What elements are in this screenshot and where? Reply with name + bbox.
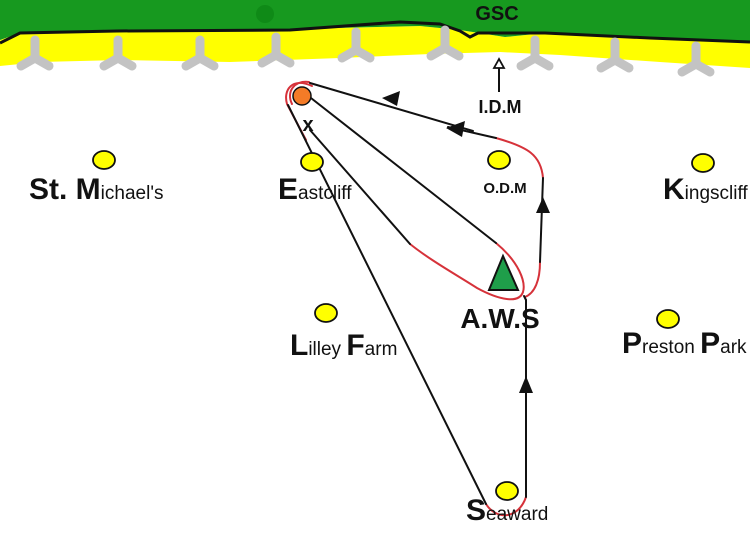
path-turn-aws-right bbox=[524, 261, 541, 298]
groyne-icon bbox=[16, 35, 54, 71]
path-segment-aws-up bbox=[523, 295, 527, 301]
path-segment-odm-right bbox=[539, 177, 544, 263]
path-segment-x-to-aws bbox=[309, 129, 411, 245]
groyne-icon bbox=[516, 35, 554, 71]
path-turn-target-inner bbox=[289, 80, 310, 105]
aws-label: A.W.S bbox=[460, 303, 539, 334]
path-turn-aws bbox=[409, 242, 525, 301]
groyne-icon bbox=[596, 37, 634, 73]
path-turn-odm bbox=[495, 137, 544, 179]
groyne-icon bbox=[337, 27, 375, 63]
town-marker-icon-kingscliff bbox=[691, 153, 715, 173]
path-segment-target-to-aws bbox=[301, 90, 497, 244]
town-label-st-michaels: St. Michael's bbox=[29, 173, 163, 206]
town-marker-icon-lilley-farm bbox=[314, 303, 338, 323]
town-marker-icon-st-michaels bbox=[92, 150, 116, 170]
town-marker-icon-seaward bbox=[495, 481, 519, 501]
gsc-label: GSC bbox=[475, 3, 518, 25]
arrow-icon bbox=[536, 197, 550, 213]
arrow-icon bbox=[446, 121, 465, 137]
arrow-icon bbox=[382, 91, 400, 106]
groyne-icon bbox=[426, 25, 464, 61]
arrow-icon bbox=[519, 376, 533, 393]
path-turn-seaward bbox=[485, 496, 527, 517]
path-segment-idm-to-target bbox=[309, 82, 474, 132]
beach-strip bbox=[0, 26, 750, 68]
odm-label: O.D.M bbox=[483, 180, 526, 197]
land-dot bbox=[256, 5, 274, 23]
town-marker-icon-preston-park bbox=[656, 309, 680, 329]
town-label-eastcliff: Eastcliff bbox=[278, 173, 352, 206]
idm-arrow-head-icon bbox=[492, 57, 506, 69]
town-label-seaward: Seaward bbox=[466, 494, 548, 527]
path-segment-x-to-seaward bbox=[287, 104, 487, 505]
land-area bbox=[0, 0, 750, 42]
aws-marker-icon bbox=[487, 253, 520, 291]
flight-path bbox=[285, 80, 544, 517]
groynes bbox=[16, 25, 715, 77]
idm-label: I.D.M bbox=[479, 97, 522, 117]
town-marker-icon-eastcliff bbox=[300, 152, 324, 172]
town-label-preston-park: Preston Park bbox=[622, 327, 747, 360]
town-label-kingscliff: Kingscliff bbox=[663, 173, 748, 206]
groyne-icon bbox=[257, 32, 295, 68]
target-label: x bbox=[302, 114, 313, 136]
coastline bbox=[0, 20, 750, 45]
town-marker-icon-odm bbox=[487, 150, 511, 170]
path-turn-target bbox=[285, 82, 313, 141]
town-label-lilley-farm: Lilley Farm bbox=[290, 329, 397, 362]
target-marker-icon bbox=[292, 86, 312, 106]
groyne-icon bbox=[677, 41, 715, 77]
groyne-icon bbox=[181, 35, 219, 71]
groyne-icon bbox=[99, 35, 137, 71]
